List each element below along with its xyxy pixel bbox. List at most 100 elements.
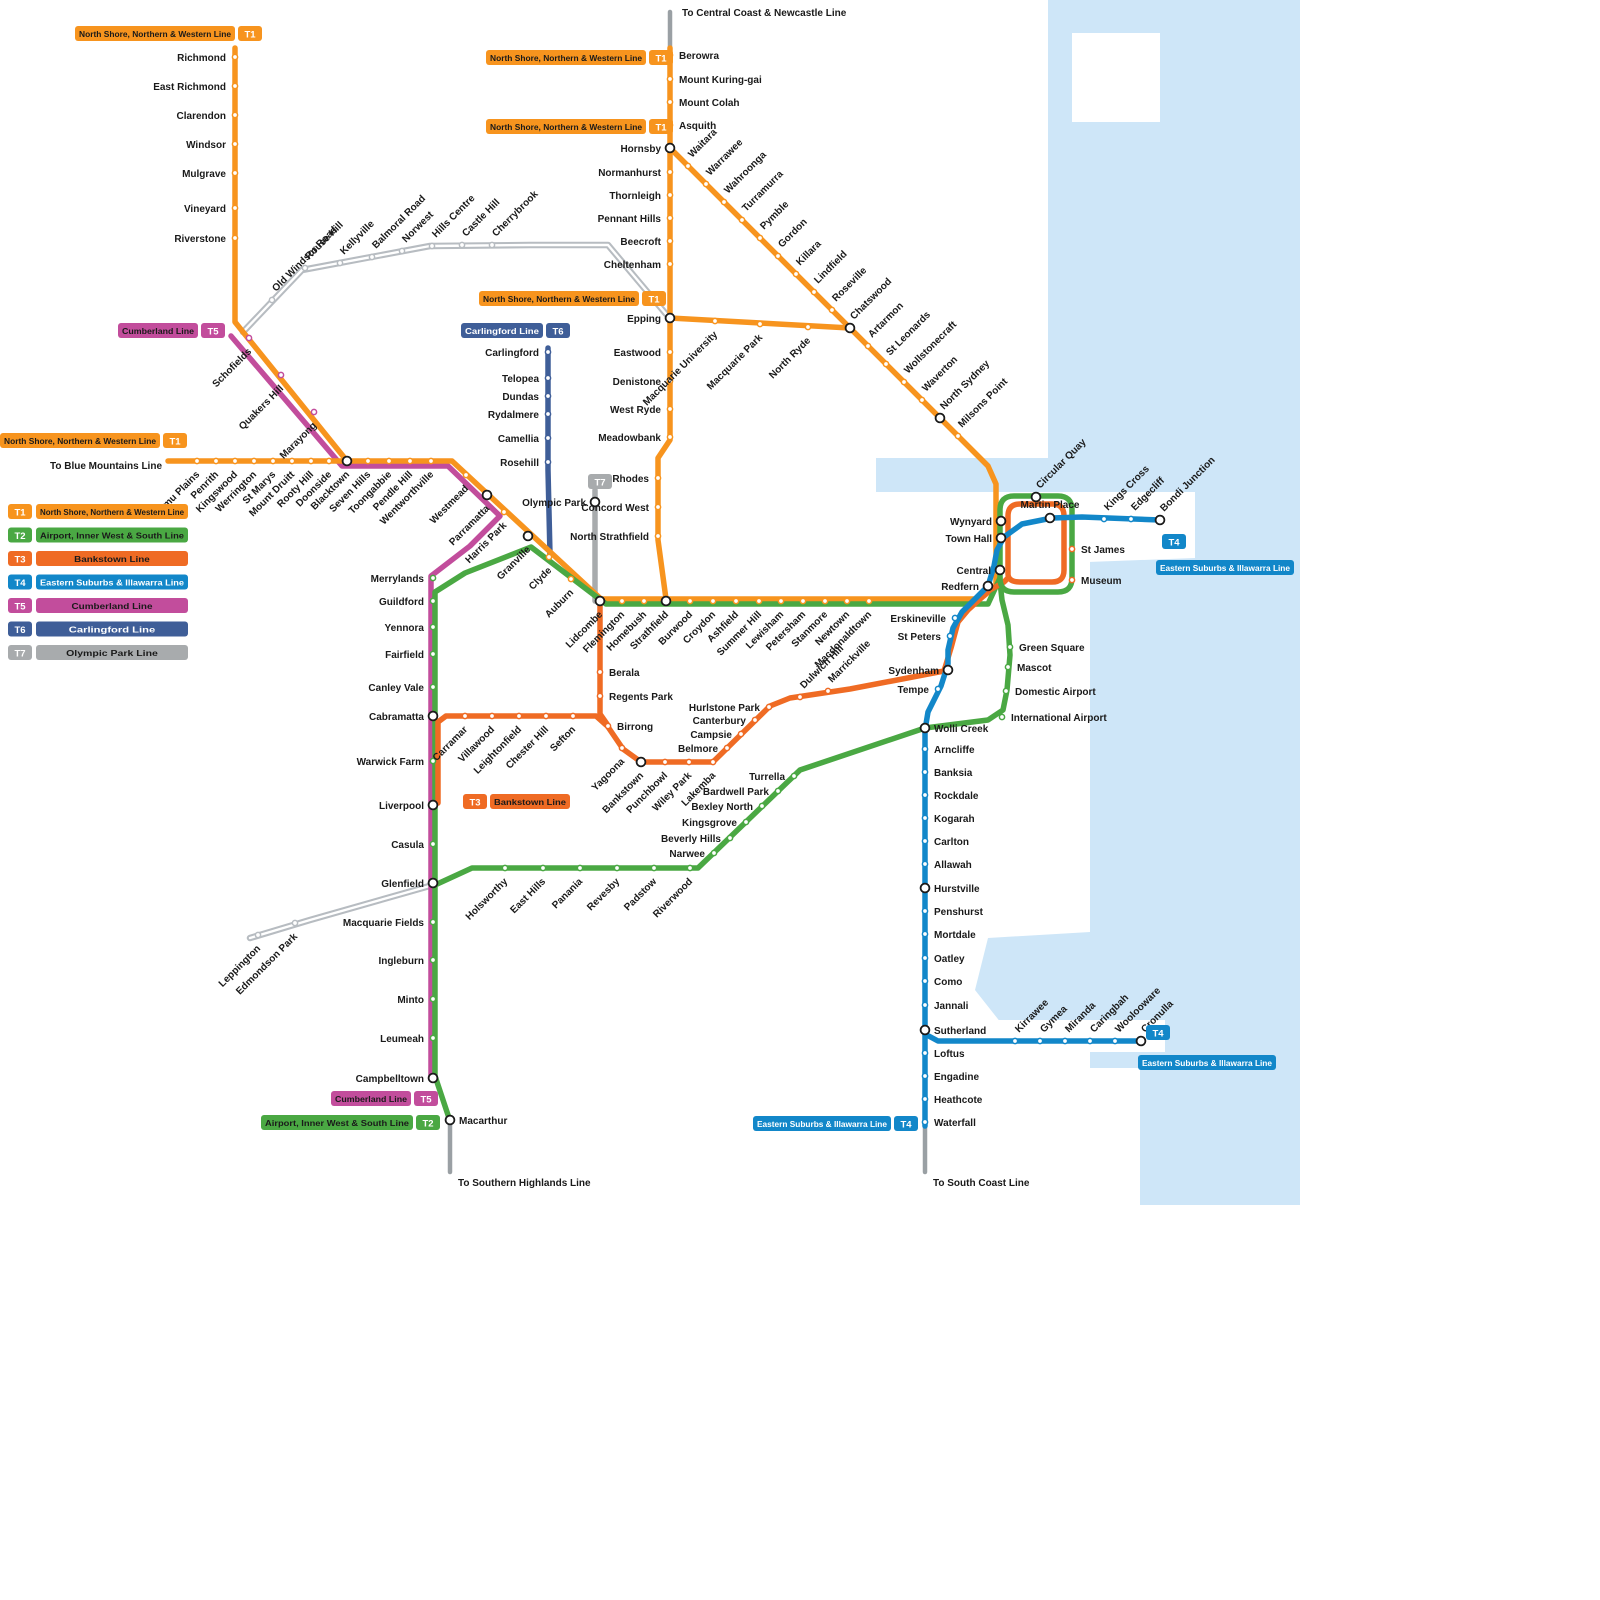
station-hurlstone-park <box>765 703 773 711</box>
line-future-north-west-core <box>241 243 668 334</box>
station-label-vineyard: Vineyard <box>184 204 226 215</box>
station-thornleigh <box>666 191 674 199</box>
station-label-cabramatta: Cabramatta <box>369 712 424 723</box>
legend-item-t5-label: Cumberland Line <box>72 601 153 611</box>
station-woolooware <box>1111 1037 1119 1045</box>
note-to-blue-mountains-line: To Blue Mountains Line <box>50 461 162 472</box>
station-label-canley-vale: Canley Vale <box>368 683 424 694</box>
legend-item-t5 <box>36 598 188 613</box>
callout-north-shore-northern-western-line-0 <box>75 26 235 41</box>
station-international-airport <box>998 713 1006 721</box>
station-bexley-north <box>758 802 766 810</box>
station-erskineville <box>951 614 959 622</box>
station-punchbowl <box>661 758 669 766</box>
station-penrith <box>212 457 220 465</box>
callout-north-shore-northern-western-line-3 <box>479 291 639 306</box>
station-macdonaldtown <box>865 597 873 605</box>
station-kingsgrove <box>742 818 750 826</box>
station-rosehill <box>544 458 552 466</box>
station-richmond <box>231 53 239 61</box>
station-leumeah <box>429 1034 437 1042</box>
station-label-heathcote: Heathcote <box>934 1095 983 1106</box>
station-campsie <box>737 730 745 738</box>
station-granville <box>522 530 534 542</box>
station-normanhurst <box>666 168 674 176</box>
station-label-asquith: Asquith <box>679 121 716 132</box>
callout-cumberland-line-11-label: Cumberland Line <box>335 1094 407 1104</box>
station-warrawee <box>702 180 710 188</box>
station-wollstonecraft <box>900 378 908 386</box>
station-st-marys <box>269 457 277 465</box>
callout-cumberland-line-5 <box>118 323 198 338</box>
station-label-panania: Panania <box>550 876 585 911</box>
station-balmoral-road <box>368 253 376 261</box>
station-auburn <box>567 575 575 583</box>
station-mount-colah <box>666 98 674 106</box>
station-bondi-junction <box>1154 514 1166 526</box>
station-chatswood <box>844 322 856 334</box>
station-roseville <box>828 306 836 314</box>
station-martin-place <box>1044 512 1056 524</box>
station-doonside <box>325 457 333 465</box>
station-macquarie-university <box>711 317 719 325</box>
station-label-carlingford: Carlingford <box>485 348 539 359</box>
station-blacktown <box>341 455 353 467</box>
station-label-kellyville: Kellyville <box>338 218 377 257</box>
legend-badge-t4 <box>8 574 32 590</box>
station-label-st-peters: St Peters <box>898 632 942 643</box>
station-gordon <box>774 252 782 260</box>
station-merrylands <box>429 574 437 582</box>
callout-eastern-suburbs-illawarra-line-10 <box>753 1116 891 1131</box>
station-label-penshurst: Penshurst <box>934 907 984 918</box>
legend-badge-t2 <box>8 527 32 543</box>
legend-badge-t1-label: T1 <box>14 508 26 519</box>
station-label-oatley: Oatley <box>934 954 965 965</box>
line-t3-main <box>603 575 1011 765</box>
station-mortdale <box>921 930 929 938</box>
station-label-mount-colah: Mount Colah <box>679 98 740 109</box>
station-label-engadine: Engadine <box>934 1072 979 1083</box>
station-label-dundas: Dundas <box>502 392 539 403</box>
station-label-east-richmond: East Richmond <box>153 82 226 93</box>
station-wolli-creek <box>919 722 931 734</box>
station-label-north-ryde: North Ryde <box>767 335 813 381</box>
station-glenfield <box>427 877 439 889</box>
station-label-leumeah: Leumeah <box>380 1034 424 1045</box>
callout-cumberland-line-5-badge <box>201 323 225 338</box>
station-riverwood <box>686 864 694 872</box>
callout-north-shore-northern-western-line-4 <box>0 433 160 448</box>
station-label-sutherland: Sutherland <box>934 1026 986 1037</box>
station-stanmore <box>821 597 829 605</box>
station-denistone <box>666 377 674 385</box>
badge-t4-2-label: T4 <box>1152 1029 1164 1040</box>
station-st-leonards <box>882 360 890 368</box>
station-jannali <box>921 1001 929 1009</box>
station-label-hornsby: Hornsby <box>620 144 661 155</box>
station-label-kingsgrove: Kingsgrove <box>682 818 737 829</box>
legend-badge-t6 <box>8 621 32 637</box>
station-label-pymble: Pymble <box>758 199 791 232</box>
station-marayong <box>310 408 318 416</box>
station-st-james <box>1068 545 1076 553</box>
station-label-windsor: Windsor <box>186 140 226 151</box>
station-revesby <box>613 864 621 872</box>
legend-badge-t4-label: T4 <box>14 578 26 589</box>
station-riverstone <box>231 234 239 242</box>
station-carlton <box>921 837 929 845</box>
station-liverpool <box>427 799 439 811</box>
station-belmore <box>723 744 731 752</box>
station-lidcombe <box>594 595 606 607</box>
station-berala <box>596 668 604 676</box>
station-kellyville <box>336 259 344 267</box>
station-sutherland <box>919 1024 931 1036</box>
station-label-pennant-hills: Pennant Hills <box>598 214 662 225</box>
callout-cumberland-line-5-label: Cumberland Line <box>122 326 194 336</box>
station-panania <box>576 864 584 872</box>
station-label-north-strathfield: North Strathfield <box>570 532 649 543</box>
station-clyde <box>545 553 553 561</box>
station-green-square <box>1006 643 1014 651</box>
station-label-loftus: Loftus <box>934 1049 965 1060</box>
station-label-casula: Casula <box>391 840 424 851</box>
station-label-rydalmere: Rydalmere <box>488 410 540 421</box>
station-label-granville: Granville <box>495 544 533 582</box>
